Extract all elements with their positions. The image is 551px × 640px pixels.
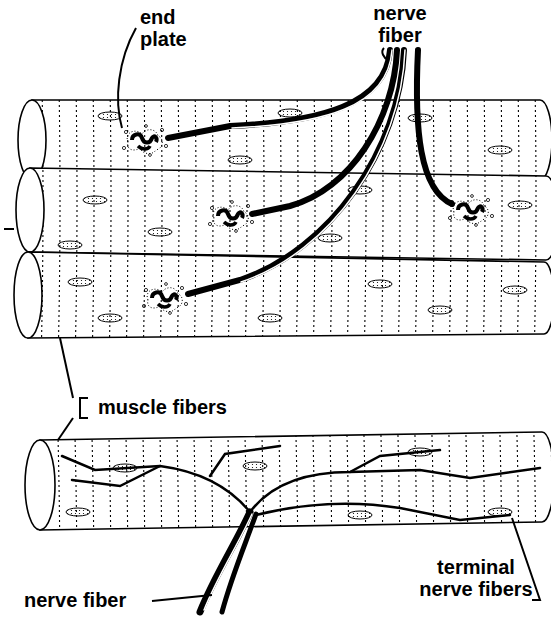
nerve-fiber bbox=[168, 50, 452, 294]
muscle-fiber bbox=[14, 252, 551, 338]
part-label: muscle fibers bbox=[98, 396, 298, 418]
muscle-fiber bbox=[18, 100, 551, 180]
part-label: terminal nerve fibers bbox=[414, 556, 538, 600]
leader-line bbox=[4, 28, 540, 601]
muscle-fiber bbox=[16, 168, 551, 260]
part-label: end plate bbox=[140, 6, 206, 50]
terminal-nerve-fibers bbox=[62, 446, 540, 520]
muscle-fiber bbox=[25, 432, 551, 530]
end-plate bbox=[122, 125, 493, 315]
part-label: nerve fiber bbox=[24, 589, 174, 611]
nerve-fiber bbox=[200, 512, 256, 612]
part-label: nerve fiber bbox=[364, 2, 436, 46]
